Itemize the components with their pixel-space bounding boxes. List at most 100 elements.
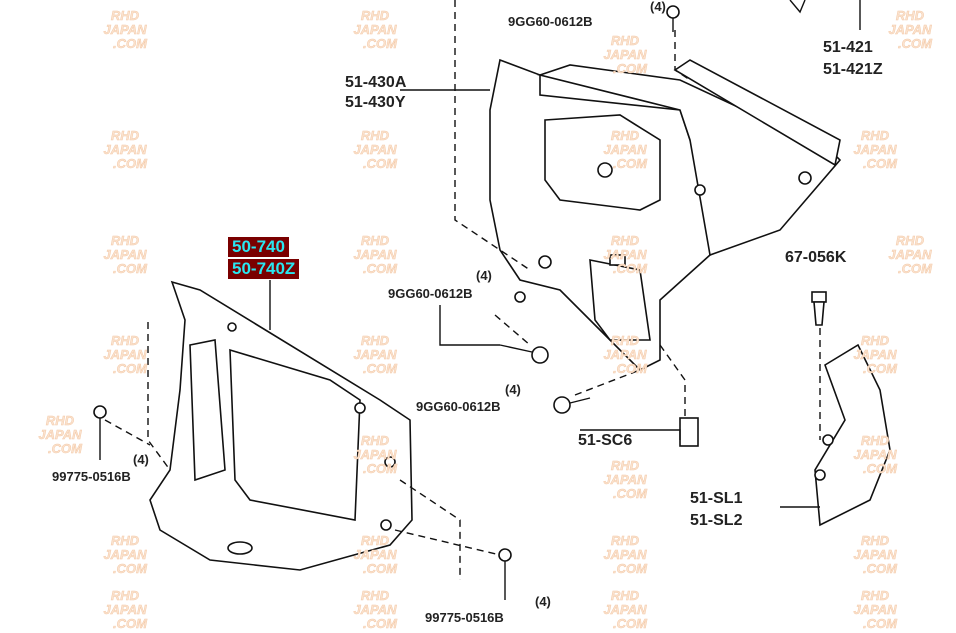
watermark-text: .COM — [48, 441, 83, 456]
watermark-text: RHD — [611, 333, 640, 348]
watermark-text: JAPAN — [603, 547, 647, 562]
watermark-text: RHD — [861, 433, 890, 448]
watermark-text: .COM — [113, 261, 148, 276]
label-50-740z[interactable]: 50-740Z — [228, 259, 300, 279]
label-51-sl2: 51-SL2 — [690, 512, 743, 529]
watermark-text: .COM — [898, 36, 933, 51]
watermark-text: RHD — [896, 8, 925, 23]
bracket-assembly — [489, 58, 842, 371]
watermark-text: .COM — [363, 156, 398, 171]
watermark-text: RHD — [611, 128, 640, 143]
watermark-text: RHD — [361, 533, 390, 548]
screw-bottom-label: 99775-0516B — [425, 610, 504, 625]
watermark-text: .COM — [113, 36, 148, 51]
watermark-text: .COM — [613, 486, 648, 501]
watermark-text: .COM — [363, 616, 398, 631]
watermark-text: RHD — [111, 533, 140, 548]
watermark-text: .COM — [613, 361, 648, 376]
watermark-text: JAPAN — [853, 447, 897, 462]
watermark-text: JAPAN — [603, 47, 647, 62]
screw-left-qty: (4) — [133, 452, 149, 467]
bolt-top-label: 9GG60-0612B — [508, 14, 593, 29]
watermark-text: JAPAN — [353, 602, 397, 617]
label-51-430y: 51-430Y — [345, 94, 406, 111]
watermark-text: .COM — [113, 156, 148, 171]
watermark-text: RHD — [111, 333, 140, 348]
watermark-text: .COM — [363, 561, 398, 576]
label-51-sl1: 51-SL1 — [690, 490, 743, 507]
label-51-sc6: 51-SC6 — [578, 432, 632, 449]
watermark-text: JAPAN — [603, 602, 647, 617]
watermark-text: RHD — [361, 128, 390, 143]
watermark-text: .COM — [363, 261, 398, 276]
watermark-text: .COM — [363, 36, 398, 51]
watermark-text: RHD — [611, 533, 640, 548]
splash-shield — [814, 343, 891, 527]
watermark-text: RHD — [896, 233, 925, 248]
watermark-text: .COM — [863, 561, 898, 576]
watermark-text: JAPAN — [888, 247, 932, 262]
watermark-text: JAPAN — [603, 142, 647, 157]
watermark-text: RHD — [361, 333, 390, 348]
bolt-top-qty: (4) — [650, 0, 666, 14]
watermark-text: JAPAN — [103, 602, 147, 617]
watermark-text: .COM — [363, 361, 398, 376]
label-51-421: 51-421 — [823, 39, 873, 56]
label-50-740[interactable]: 50-740 — [228, 237, 289, 257]
watermark-text: JAPAN — [353, 22, 397, 37]
label-67-056k: 67-056K — [785, 249, 847, 266]
watermark-text: RHD — [611, 233, 640, 248]
clip-67-056k-icon — [811, 291, 827, 326]
watermark-text: RHD — [861, 333, 890, 348]
watermark-text: RHD — [611, 33, 640, 48]
bolt-icon — [538, 255, 552, 269]
screw-icon — [498, 548, 512, 600]
watermark-text: JAPAN — [103, 22, 147, 37]
watermark-text: JAPAN — [353, 547, 397, 562]
watermark-text: JAPAN — [603, 472, 647, 487]
watermark-text: RHD — [111, 8, 140, 23]
watermark-text: JAPAN — [353, 247, 397, 262]
watermark-text: RHD — [361, 233, 390, 248]
watermark-text: .COM — [863, 361, 898, 376]
watermark-text: JAPAN — [353, 347, 397, 362]
watermark-text: JAPAN — [103, 142, 147, 157]
watermark-text: .COM — [613, 616, 648, 631]
watermark-text: .COM — [113, 561, 148, 576]
bolt-icon — [499, 344, 549, 364]
watermark-text: .COM — [113, 361, 148, 376]
watermark-text: .COM — [613, 561, 648, 576]
clip-51-sc6 — [679, 417, 699, 447]
watermark-text: .COM — [863, 156, 898, 171]
watermark-text: JAPAN — [353, 447, 397, 462]
screw-icon — [93, 405, 107, 460]
bolt-icon — [553, 396, 591, 414]
watermark-text: .COM — [613, 156, 648, 171]
bolt-low-label: 9GG60-0612B — [416, 399, 501, 414]
watermark-text: RHD — [861, 128, 890, 143]
watermark-text: JAPAN — [103, 347, 147, 362]
watermark-text: JAPAN — [888, 22, 932, 37]
watermark-text: .COM — [113, 616, 148, 631]
watermark-text: JAPAN — [38, 427, 82, 442]
watermark-text: JAPAN — [853, 547, 897, 562]
watermark-text: JAPAN — [103, 247, 147, 262]
watermark-text: JAPAN — [603, 247, 647, 262]
watermark-text: RHD — [361, 588, 390, 603]
watermark-text: JAPAN — [853, 602, 897, 617]
watermark-text: .COM — [613, 61, 648, 76]
watermark-text: RHD — [861, 533, 890, 548]
screw-left-label: 99775-0516B — [52, 469, 131, 484]
watermark-text: JAPAN — [353, 142, 397, 157]
watermark-text: .COM — [363, 461, 398, 476]
bolt-mid-qty: (4) — [476, 268, 492, 283]
bolt-low-qty: (4) — [505, 382, 521, 397]
watermark-text: JAPAN — [853, 142, 897, 157]
watermark-text: RHD — [861, 588, 890, 603]
watermark-text: JAPAN — [853, 347, 897, 362]
label-51-421z: 51-421Z — [823, 61, 883, 78]
watermark-text: JAPAN — [103, 547, 147, 562]
watermark-text: RHD — [111, 588, 140, 603]
watermark-text: RHD — [46, 413, 75, 428]
